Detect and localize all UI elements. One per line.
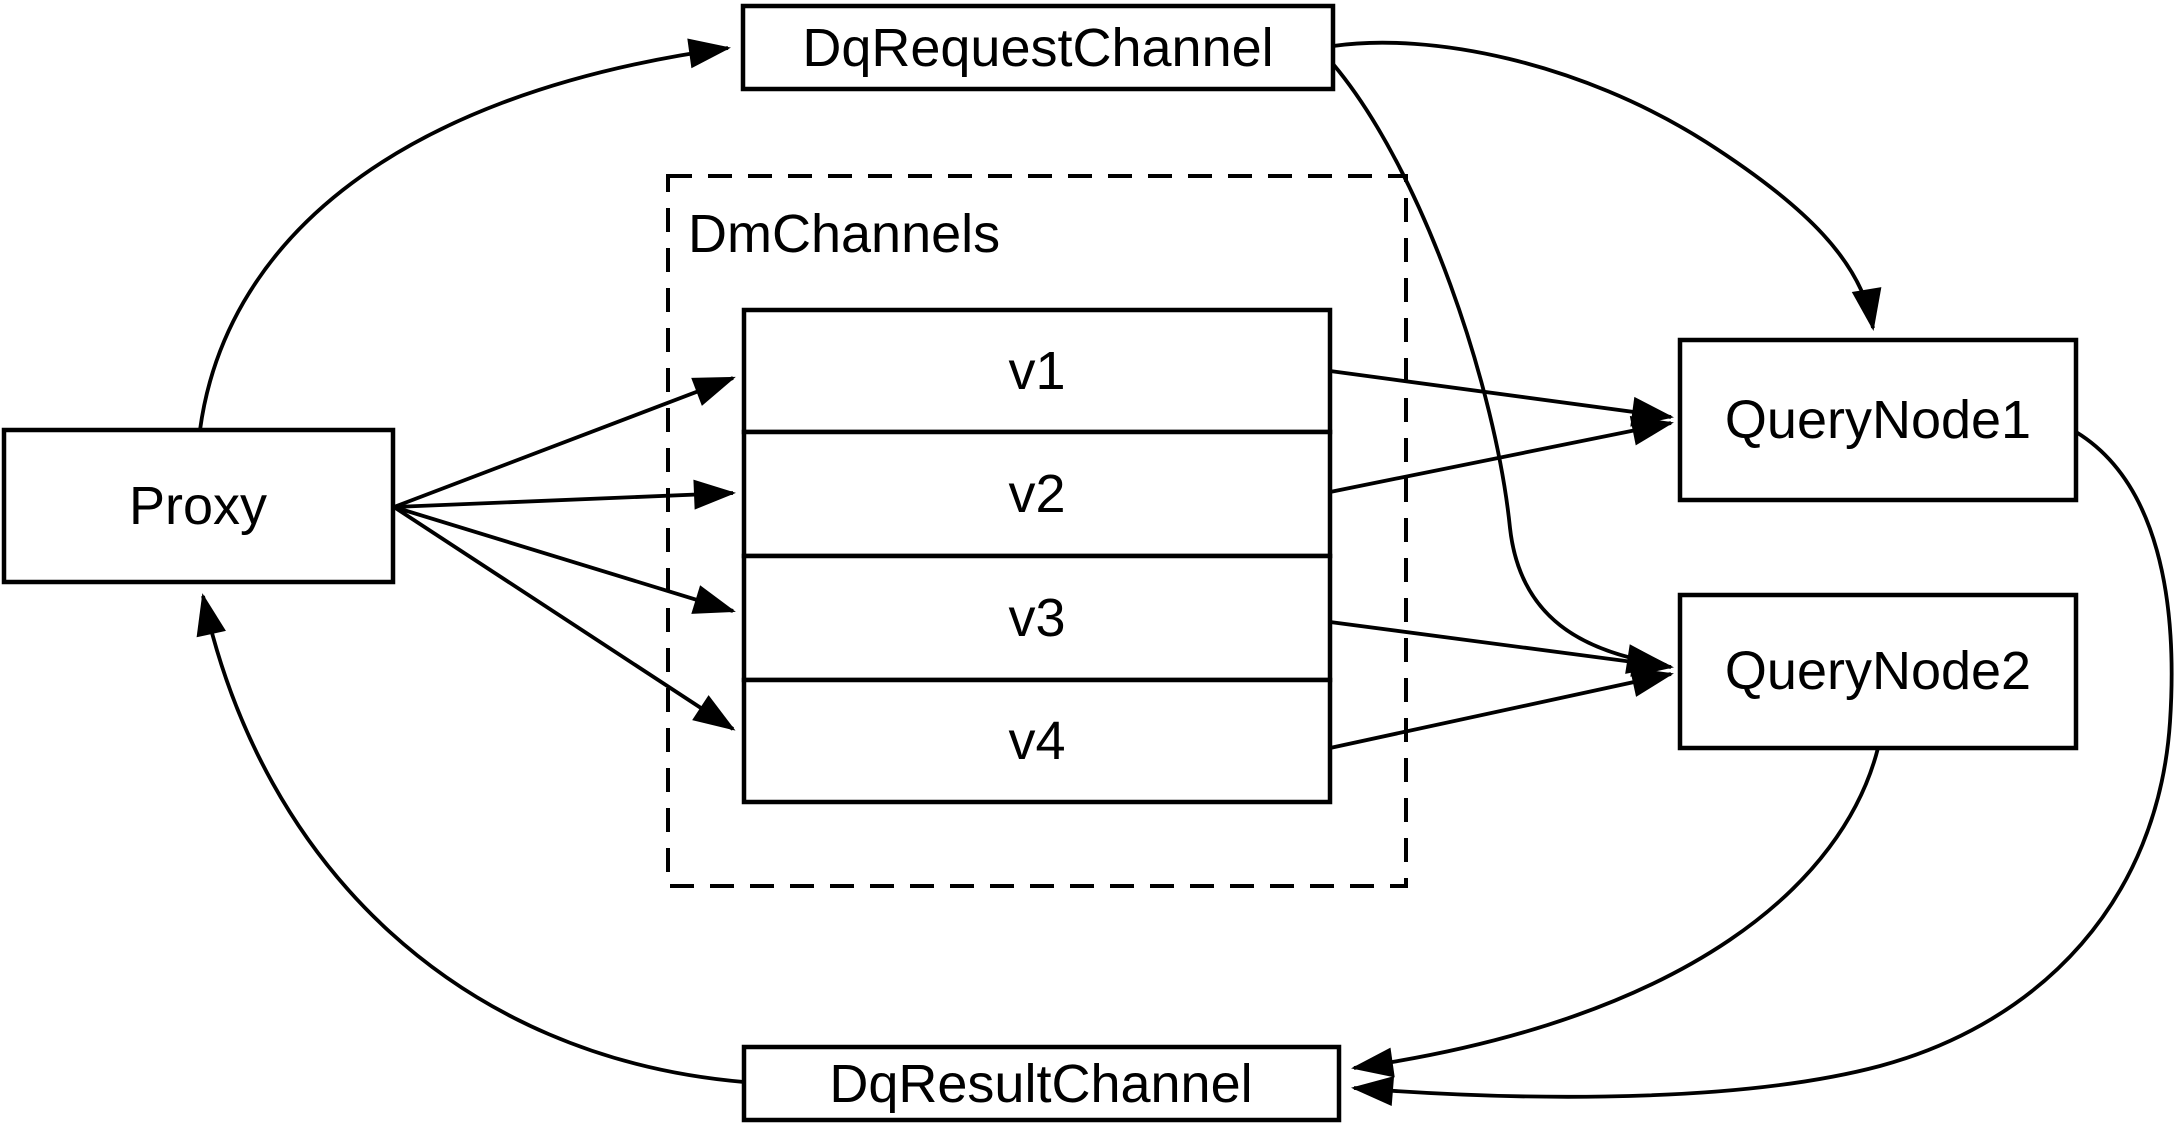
arrow-proxy-to-v4 xyxy=(392,505,736,731)
dq-result-channel-box xyxy=(741,1044,1342,1123)
channel-stack: v1 v2 v3 v4 xyxy=(741,307,1333,805)
query-node2-box xyxy=(1677,592,2079,751)
arrow-v1-to-query-node1 xyxy=(1329,369,1674,427)
channel-v3-label: v3 xyxy=(1008,588,1065,648)
arrow-proxy-to-v1 xyxy=(393,376,736,509)
proxy-box xyxy=(1,427,396,585)
channel-v2-box xyxy=(741,429,1333,559)
arrow-query-node1-to-dq-result-channel xyxy=(1351,430,2174,1107)
dq-request-channel-node: DqRequestChannel xyxy=(740,3,1336,92)
proxy-node: Proxy xyxy=(1,427,396,585)
channel-v2-label: v2 xyxy=(1008,464,1065,524)
dq-request-channel-label: DqRequestChannel xyxy=(802,18,1273,78)
dm-channels-label: DmChannels xyxy=(688,204,1000,264)
arrow-query-node2-to-dq-result-channel xyxy=(1351,747,1880,1078)
arrow-v3-to-query-node2 xyxy=(1329,620,1674,677)
edges-layer xyxy=(196,38,2174,1107)
channel-v1-label: v1 xyxy=(1008,341,1065,401)
dq-request-channel-box xyxy=(740,3,1336,92)
arrow-v4-to-query-node2 xyxy=(1329,667,1674,750)
arrow-dq-request-channel-to-query-node2 xyxy=(1331,62,1669,674)
query-node2-node: QueryNode2 xyxy=(1677,592,2079,751)
proxy-label: Proxy xyxy=(129,476,267,536)
dm-channels-container xyxy=(666,174,1408,888)
arrow-dq-result-channel-to-proxy xyxy=(196,593,745,1084)
channel-v4-label: v4 xyxy=(1008,711,1065,771)
channel-v4-box xyxy=(741,677,1333,805)
channel-v1-box xyxy=(741,307,1333,435)
dq-result-channel-label: DqResultChannel xyxy=(829,1054,1252,1114)
query-node1-node: QueryNode1 xyxy=(1677,337,2079,503)
query-node1-label: QueryNode1 xyxy=(1725,390,2031,450)
arrow-proxy-to-v2 xyxy=(393,479,736,510)
arrow-proxy-to-v3 xyxy=(393,505,736,614)
query-node1-box xyxy=(1677,337,2079,503)
dq-result-channel-node: DqResultChannel xyxy=(741,1044,1342,1123)
arrow-proxy-to-dq-request-channel xyxy=(198,38,731,431)
query-node2-label: QueryNode2 xyxy=(1725,641,2031,701)
dm-channels-group: DmChannels v1 v2 v3 v4 xyxy=(666,174,1408,888)
channel-v3-box xyxy=(741,553,1333,683)
arrow-dq-request-channel-to-query-node1 xyxy=(1332,40,1882,331)
